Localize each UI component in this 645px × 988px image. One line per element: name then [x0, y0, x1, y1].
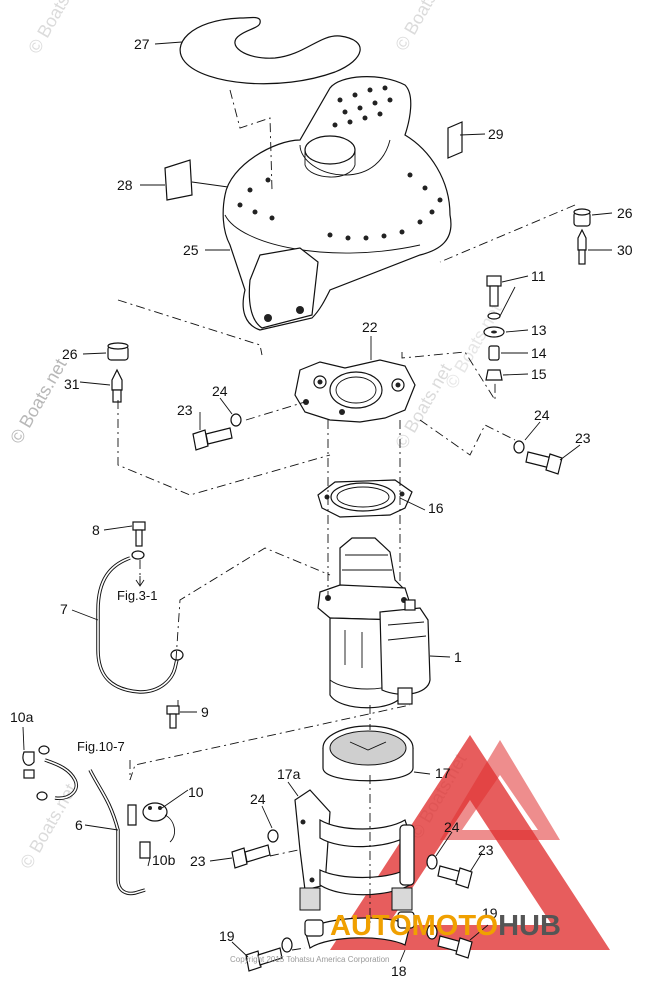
callout-23: 23	[190, 853, 206, 869]
callout-17a: 17a	[277, 766, 301, 782]
callout-26: 26	[62, 346, 78, 362]
washer-24-right	[513, 440, 525, 454]
washer-24-lower-right	[426, 854, 438, 870]
connector-6	[127, 804, 137, 826]
callout-1: 1	[454, 649, 462, 665]
assembly-lines	[117, 89, 576, 951]
callout-17: 17	[435, 765, 451, 781]
terminal-6b	[36, 791, 48, 801]
washer-11	[487, 312, 501, 320]
callout-19: 19	[482, 905, 498, 921]
callout-27: 27	[134, 36, 150, 52]
cable-7	[96, 556, 180, 694]
callout-19: 19	[219, 928, 235, 944]
harness-6-inner	[44, 759, 146, 895]
callout-31: 31	[64, 376, 80, 392]
callout-28: 28	[117, 177, 133, 193]
terminal-7	[170, 649, 184, 661]
leader-lines	[22, 41, 613, 963]
bolt-23-lower-right	[437, 865, 473, 889]
copyright-text: Copyright 2015 Tohatsu America Corporati…	[230, 955, 390, 964]
bolt-9	[166, 705, 180, 729]
figure-reference: Fig.3-1	[117, 588, 157, 603]
brand-name-part2: HUB	[498, 910, 561, 942]
callout-10a: 10a	[10, 709, 34, 725]
figure-arrow	[135, 576, 145, 587]
watermark: © Boats.net	[6, 355, 70, 447]
callout-14: 14	[531, 345, 547, 361]
bracket-22	[294, 359, 416, 423]
collar-14	[488, 345, 500, 361]
callout-9: 9	[201, 704, 209, 720]
plate-28	[164, 159, 193, 201]
grommet-26-lower	[107, 342, 129, 361]
bolt-23-lower-left	[231, 844, 271, 869]
cable-7-inner	[97, 557, 179, 693]
gasket-27	[179, 16, 361, 85]
washer-24-lower-left	[267, 829, 279, 843]
callout-24: 24	[534, 407, 550, 423]
starter-motor-1	[317, 537, 431, 709]
callout-16: 16	[428, 500, 444, 516]
callout-23: 23	[478, 842, 494, 858]
callout-23: 23	[177, 402, 193, 418]
callout-23: 23	[575, 430, 591, 446]
bolt-23-right	[525, 451, 563, 475]
callout-11: 11	[531, 268, 546, 284]
brand-triangle-inner	[440, 740, 560, 840]
callout-15: 15	[531, 366, 547, 382]
callout-labels: 27 29 28 26 30 25 11 13 14 15 22 26 31 2…	[10, 36, 633, 979]
grommet-26-upper	[573, 208, 591, 227]
bracket-17a	[294, 789, 415, 911]
flange-16	[317, 479, 413, 518]
callout-6: 6	[75, 817, 83, 833]
callout-7: 7	[60, 601, 68, 617]
callout-13: 13	[531, 322, 547, 338]
washer-8	[131, 550, 145, 560]
connector-10b	[139, 841, 151, 859]
callout-18: 18	[391, 963, 407, 979]
pin-30	[577, 228, 587, 265]
callout-24: 24	[444, 819, 460, 835]
bolt-23-left	[192, 427, 233, 451]
callout-10: 10	[188, 784, 204, 800]
bulb-10a	[22, 751, 35, 779]
callout-22: 22	[362, 319, 378, 335]
ring-17	[322, 725, 414, 782]
brand-name-part1: AUTOMOTO	[330, 910, 498, 942]
bolt-8	[132, 521, 146, 547]
terminal-6a	[38, 745, 50, 755]
relay-10	[142, 802, 176, 843]
callout-8: 8	[92, 522, 100, 538]
callout-24: 24	[212, 383, 228, 399]
bolt-19-left	[245, 947, 283, 972]
callout-24: 24	[250, 791, 266, 807]
washer-24-left	[230, 413, 242, 427]
washer-19-right	[426, 924, 438, 940]
nut-15	[485, 369, 503, 381]
callout-29: 29	[488, 126, 504, 142]
watermark: © Boats.net	[391, 0, 455, 54]
washer-19-left	[281, 937, 293, 953]
callout-10b: 10b	[152, 852, 176, 868]
flywheel-cover-25	[222, 76, 452, 331]
plate-29	[447, 121, 463, 159]
watermark: © Boats.net	[24, 0, 88, 57]
brand-name: AUTOMOTOHUB	[330, 910, 561, 942]
bolt-11	[486, 275, 502, 307]
callout-30: 30	[617, 242, 633, 258]
callout-26: 26	[617, 205, 633, 221]
pin-31	[111, 368, 123, 403]
bolt-19-right	[437, 935, 473, 959]
callout-25: 25	[183, 242, 199, 258]
band-18	[304, 911, 415, 949]
figure-reference: Fig.10-7	[77, 739, 125, 754]
